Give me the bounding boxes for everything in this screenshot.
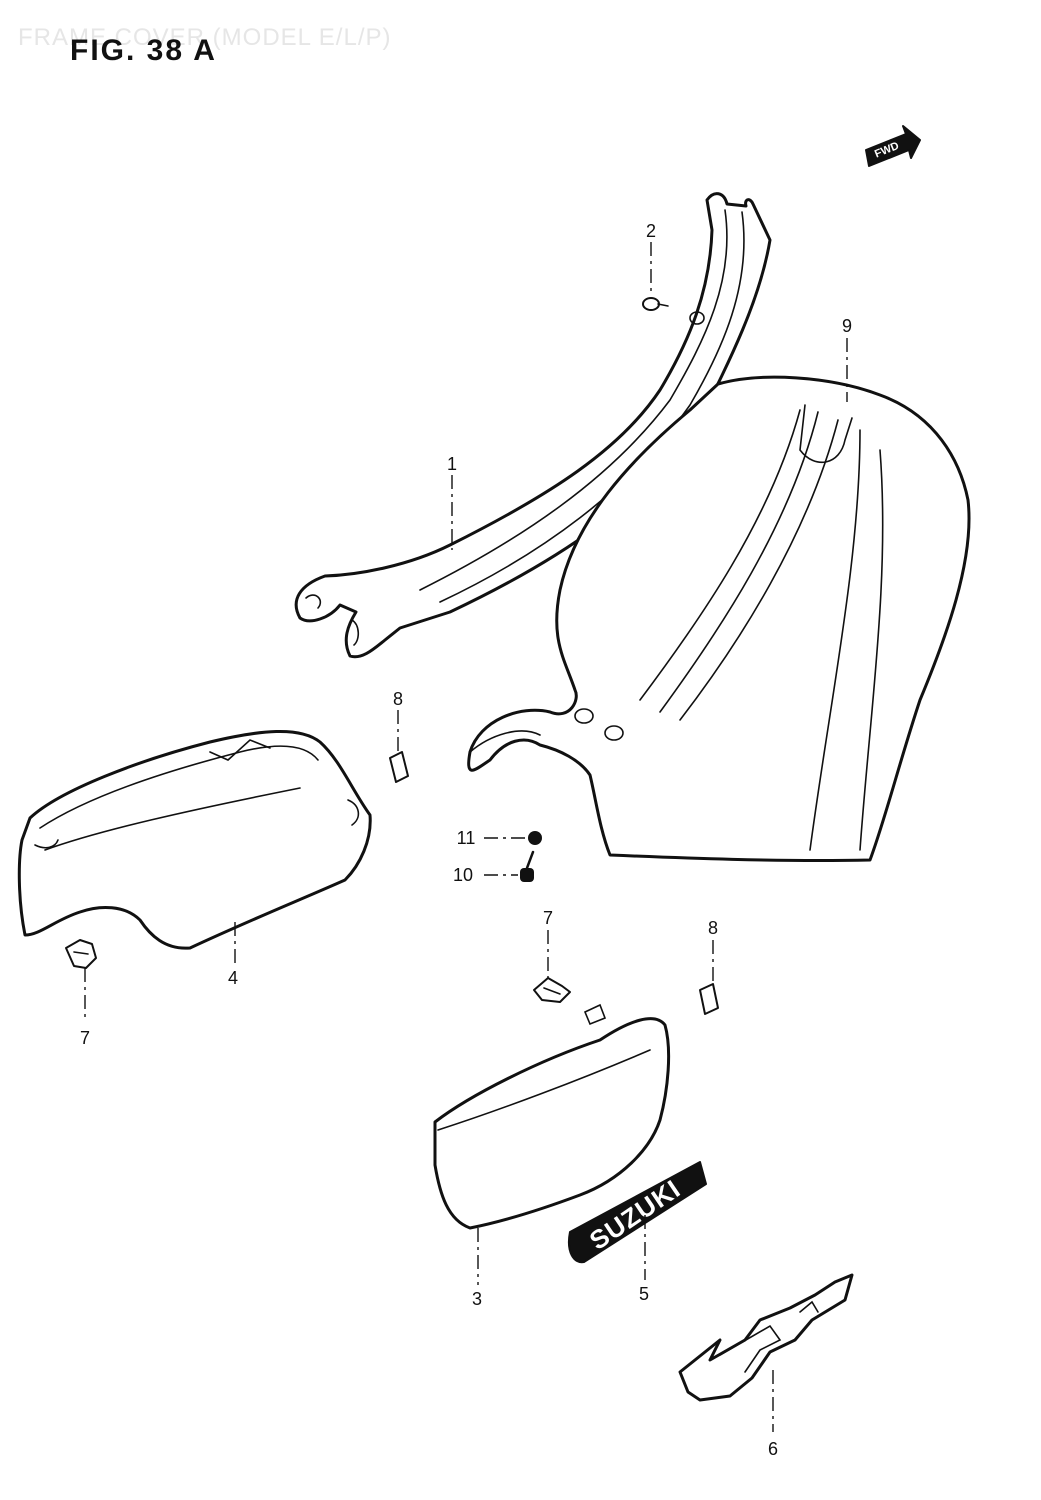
part-3-small-cover [433, 1003, 671, 1230]
callout-11: 11 [457, 828, 476, 848]
callout-numbers: 2 9 1 8 11 10 7 8 7 4 3 5 6 [80, 221, 852, 1459]
diagram-subtitle: FRAME COVER (MODEL E/L/P) [18, 24, 392, 51]
part-9-side-cover [467, 375, 971, 863]
callout-7b: 7 [543, 908, 553, 928]
forward-arrow-icon: FWD [865, 125, 921, 167]
callout-8b: 8 [708, 918, 718, 938]
part-8-grommet-icon [389, 751, 409, 783]
callout-4: 4 [228, 968, 238, 988]
callout-3: 3 [472, 1289, 482, 1309]
callout-1: 1 [447, 454, 457, 474]
part-4-left-frame-cover [17, 729, 372, 950]
callout-7a: 7 [80, 1028, 90, 1048]
callout-9: 9 [842, 316, 852, 336]
callout-2: 2 [646, 221, 656, 241]
part-8-grommet-icon-2 [699, 983, 719, 1015]
callout-6: 6 [768, 1439, 778, 1459]
figure-title: FIG. 38 A [70, 34, 217, 67]
part-6-emblem [678, 1273, 854, 1402]
callout-8a: 8 [393, 689, 403, 709]
callout-5: 5 [639, 1284, 649, 1304]
part-11-nut-icon [528, 831, 542, 845]
part-2-screw-icon [642, 297, 669, 311]
part-7-clip-icon-2 [533, 977, 571, 1003]
callout-10: 10 [453, 865, 473, 885]
part-7-clip-icon [65, 939, 97, 969]
part-10-bolt-icon [520, 850, 535, 882]
leader-lines [84, 242, 848, 1432]
